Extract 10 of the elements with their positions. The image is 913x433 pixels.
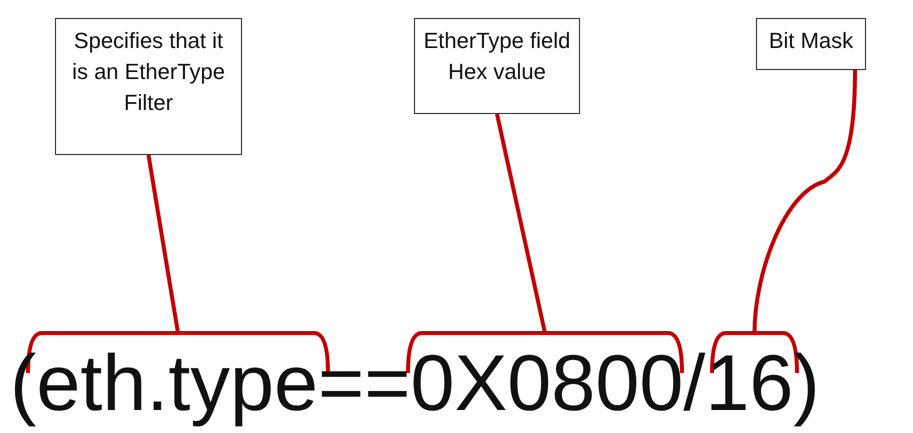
callout-text: Bit Mask: [768, 27, 854, 55]
callout-box: [55, 18, 242, 155]
filter-expression: (eth.type==0X0800/16): [10, 337, 820, 429]
callout-box: [756, 18, 866, 70]
callout-text: Specifies that it is an EtherType Filter: [71, 27, 226, 117]
leader-line: [146, 154, 180, 334]
callout-box: [414, 18, 580, 114]
leader-line: [752, 70, 857, 334]
leader-line: [495, 114, 547, 334]
callout-text: EtherType field Hex value: [423, 27, 571, 86]
